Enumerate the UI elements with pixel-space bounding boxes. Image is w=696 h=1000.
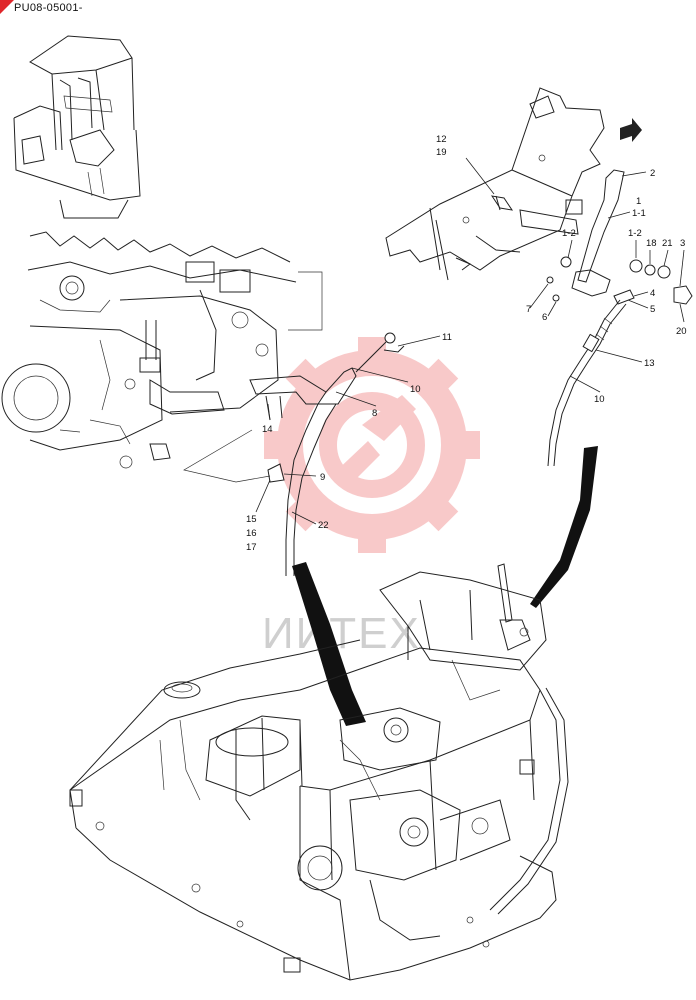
engine-assembly [1, 231, 297, 469]
callout-1-2-right: 1-2 [628, 228, 642, 239]
callout-16: 16 [246, 528, 257, 539]
corner-accent-mark [0, 0, 14, 14]
callout-6: 6 [542, 312, 547, 323]
callout-1: 1 [636, 196, 641, 207]
inset-excavator-cab [13, 35, 141, 219]
callout-labels: 12 19 2 1 1-1 1-2 1-2 18 21 3 4 5 7 6 20… [246, 134, 687, 553]
callout-8: 8 [372, 408, 377, 419]
throttle-cable [547, 299, 627, 467]
callout-1-1: 1-1 [632, 208, 646, 219]
callout-17: 17 [246, 542, 257, 553]
callout-11: 11 [442, 332, 452, 343]
callout-18: 18 [646, 238, 657, 249]
callout-1-2-left: 1-2 [562, 228, 576, 239]
document-code: PU08-05001- [14, 2, 83, 14]
callout-9: 9 [320, 472, 325, 483]
callout-leaders [255, 157, 685, 525]
pointer-sweep-left [292, 562, 366, 726]
callout-7: 7 [526, 304, 531, 315]
callout-14: 14 [262, 424, 273, 435]
callout-19: 19 [436, 147, 447, 158]
callout-15: 15 [246, 514, 257, 525]
watermark-gear-logo [264, 337, 480, 553]
pointer-sweep-right [530, 446, 598, 608]
callout-13: 13 [644, 358, 655, 369]
callout-12: 12 [436, 134, 447, 145]
engine-linkage [249, 332, 405, 576]
callout-10-lower: 10 [594, 394, 605, 405]
callout-21: 21 [662, 238, 673, 249]
callout-4: 4 [650, 288, 655, 299]
callout-3: 3 [680, 238, 685, 249]
callout-5: 5 [650, 304, 655, 315]
callout-2: 2 [650, 168, 655, 179]
throttle-bracket-assembly [385, 87, 605, 281]
reference-bracket-line-1 [288, 271, 323, 331]
throttle-lever [546, 169, 693, 305]
watermark-text: ИИТЕХ [262, 609, 421, 658]
callout-10-upper: 10 [410, 384, 421, 395]
machine-frame-assembly [69, 563, 569, 981]
direction-arrow-icon [620, 118, 642, 142]
reference-bracket-line-2 [183, 429, 271, 483]
callout-22: 22 [318, 520, 329, 531]
callout-20: 20 [676, 326, 687, 337]
